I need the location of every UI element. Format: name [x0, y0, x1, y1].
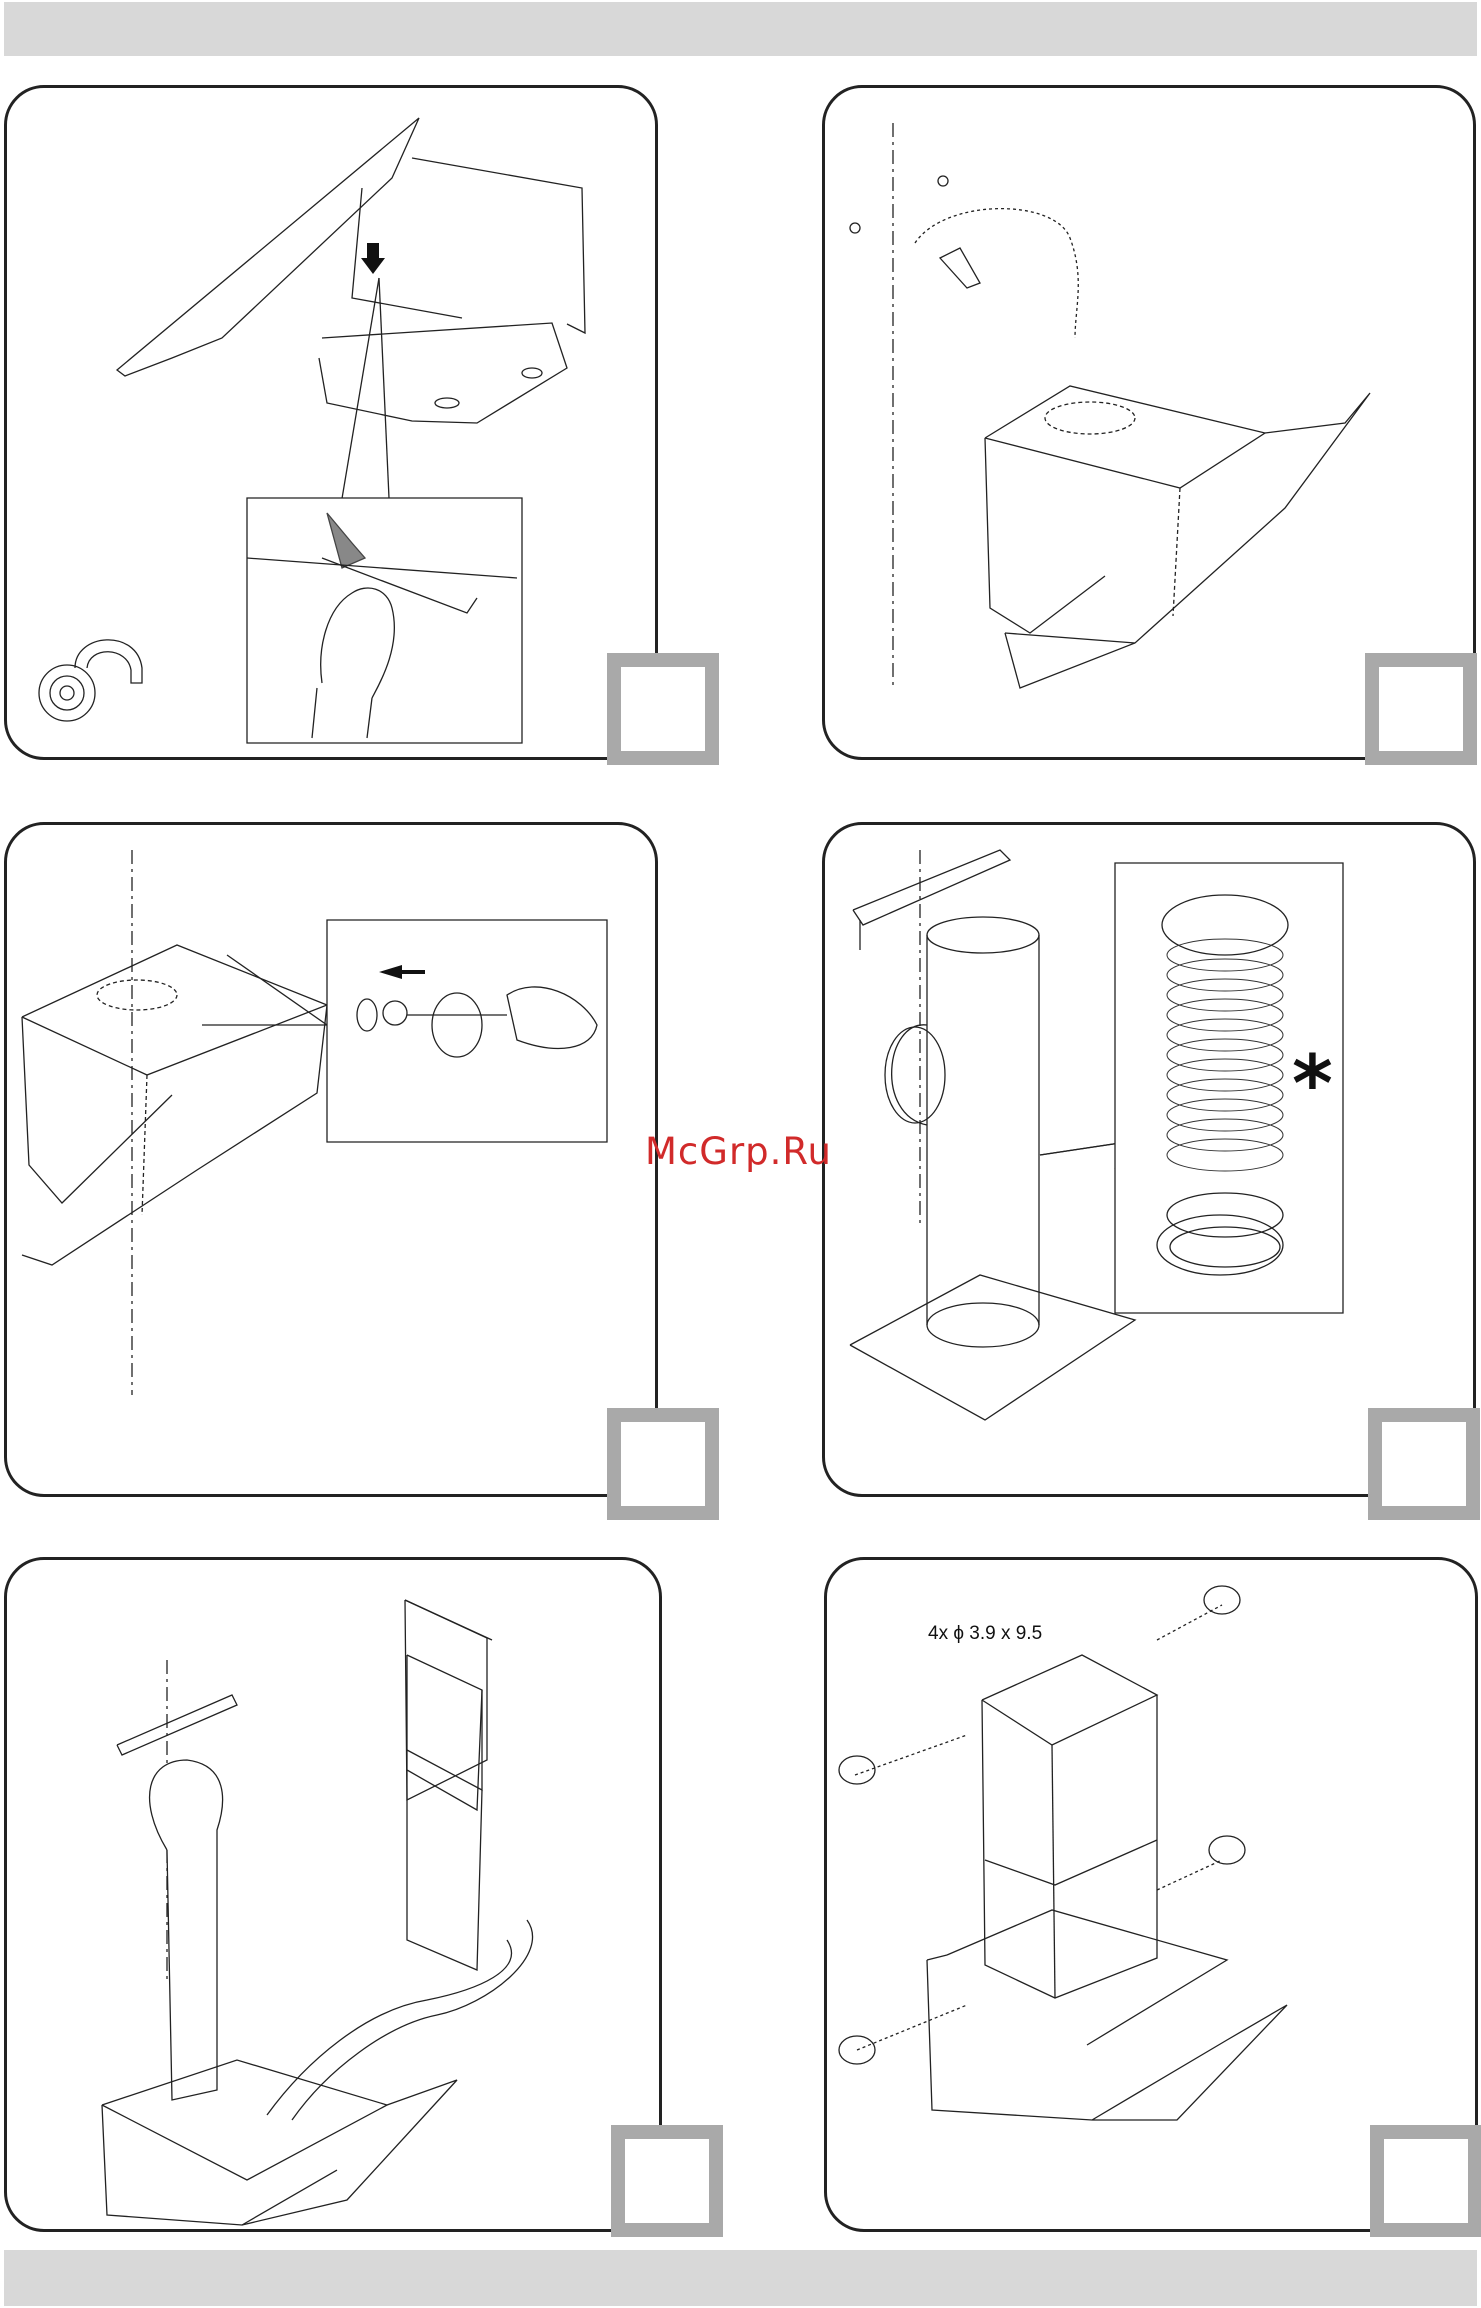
step-number-box	[1365, 653, 1477, 765]
step-number-box	[1370, 2125, 1481, 2237]
illustration-panel-1	[4, 85, 658, 760]
watermark-text: McGrp.Ru	[645, 1130, 832, 1173]
chimney-and-duct-drawing	[7, 1560, 665, 2235]
screw-spec-label: 4x ϕ 3.9 x 9.5	[928, 1623, 1042, 1645]
illustration-panel-5	[4, 1557, 662, 2232]
hood-screw-removal-drawing	[7, 825, 661, 1500]
hood-filter-removal-drawing	[7, 88, 661, 763]
illustration-panel-2	[822, 85, 1476, 760]
illustration-panel-3	[4, 822, 658, 1497]
step-number-box	[607, 653, 719, 765]
asterisk-mark: *	[1292, 1046, 1333, 1124]
illustration-panel-6	[824, 1557, 1478, 2232]
footer-bar	[4, 2250, 1477, 2306]
header-bar	[4, 2, 1477, 56]
illustration-panel-4	[822, 822, 1476, 1497]
flexible-duct-coil	[825, 825, 1479, 1500]
step-number-box	[607, 1408, 719, 1520]
step-number-box	[611, 2125, 723, 2237]
step-number-box	[1368, 1408, 1480, 1520]
